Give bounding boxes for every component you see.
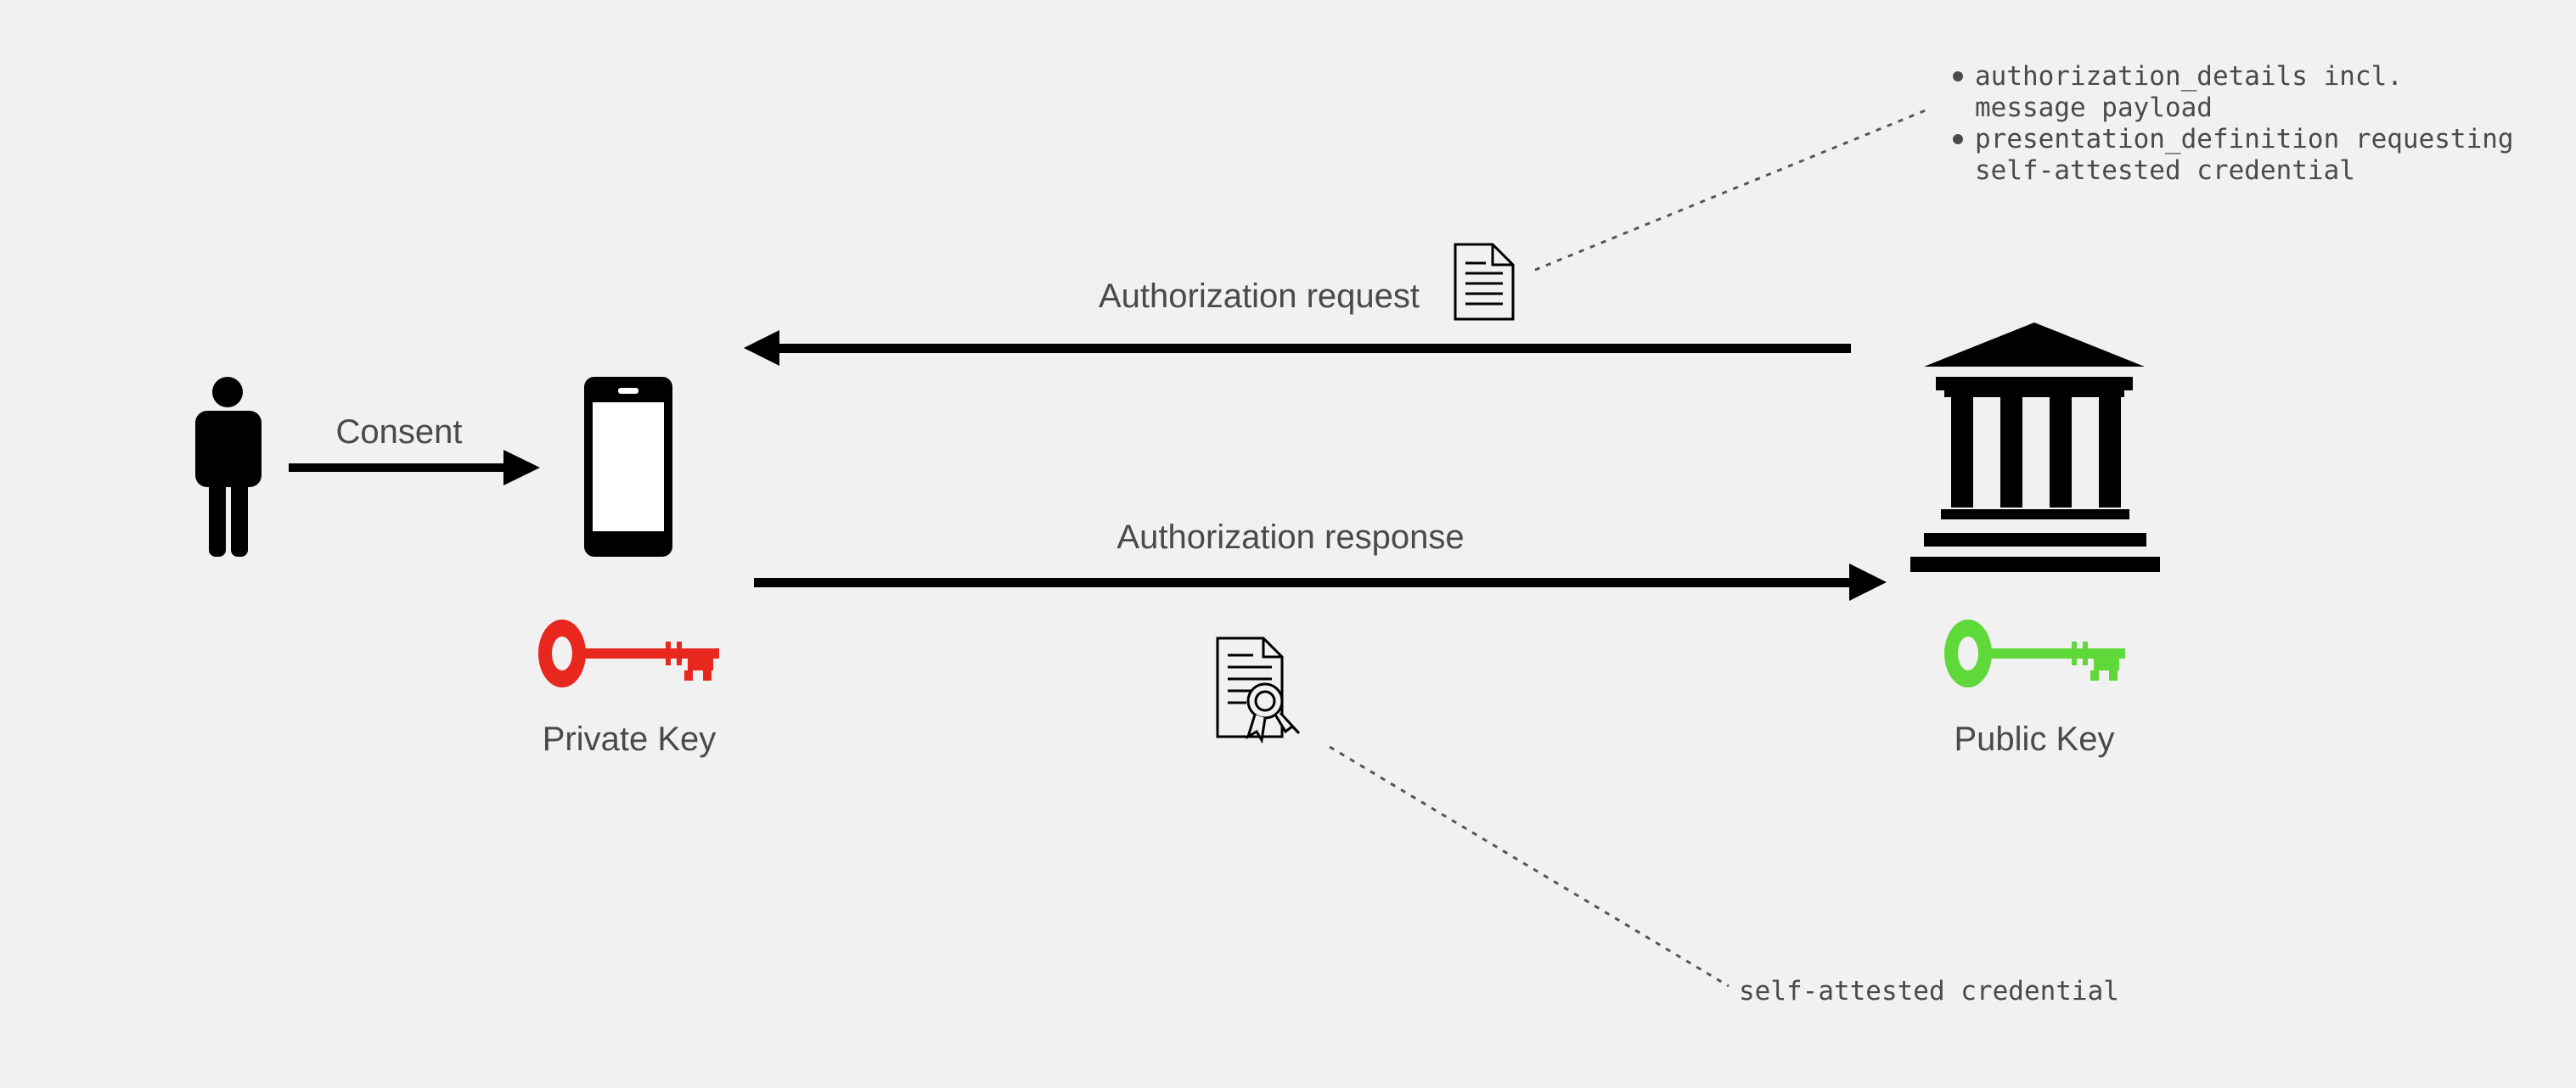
document-icon xyxy=(1454,243,1515,321)
request-note-connector xyxy=(1534,109,1926,272)
public-key-label: Public Key xyxy=(1954,721,2115,758)
request-note-item-1-line-2: message payload xyxy=(1975,93,2213,123)
bank-building-icon xyxy=(1910,322,2160,572)
request-note-item-1-line-1: authorization_details incl. xyxy=(1975,61,2403,92)
response-note-connector xyxy=(1329,745,1730,988)
authorization-response-arrow xyxy=(754,564,1887,601)
request-note-item-2-line-1: presentation_definition requesting xyxy=(1975,124,2514,154)
authorization-response-label: Authorization response xyxy=(1116,519,1464,556)
response-note: self-attested credential xyxy=(1739,976,2119,1007)
request-note: authorization_details incl. message payl… xyxy=(1953,61,2529,186)
consent-arrow xyxy=(289,450,540,485)
authorization-request-label: Authorization request xyxy=(1099,278,1420,315)
svg-text:authorization_details incl.: authorization_details incl. message payl… xyxy=(1975,61,2419,123)
svg-text:presentation_definition reques: presentation_definition requesting self-… xyxy=(1975,124,2529,186)
bullet-icon xyxy=(1953,134,1963,144)
person-icon xyxy=(195,377,262,557)
authorization-request-arrow xyxy=(744,330,1851,366)
public-key-icon xyxy=(1944,620,2125,687)
request-note-item-2-line-2: self-attested credential xyxy=(1975,155,2355,186)
consent-label: Consent xyxy=(336,413,463,451)
private-key-icon xyxy=(538,620,719,687)
smartphone-icon xyxy=(584,377,672,557)
bullet-icon xyxy=(1953,71,1963,81)
certificate-icon xyxy=(1216,637,1301,744)
private-key-label: Private Key xyxy=(543,721,717,758)
